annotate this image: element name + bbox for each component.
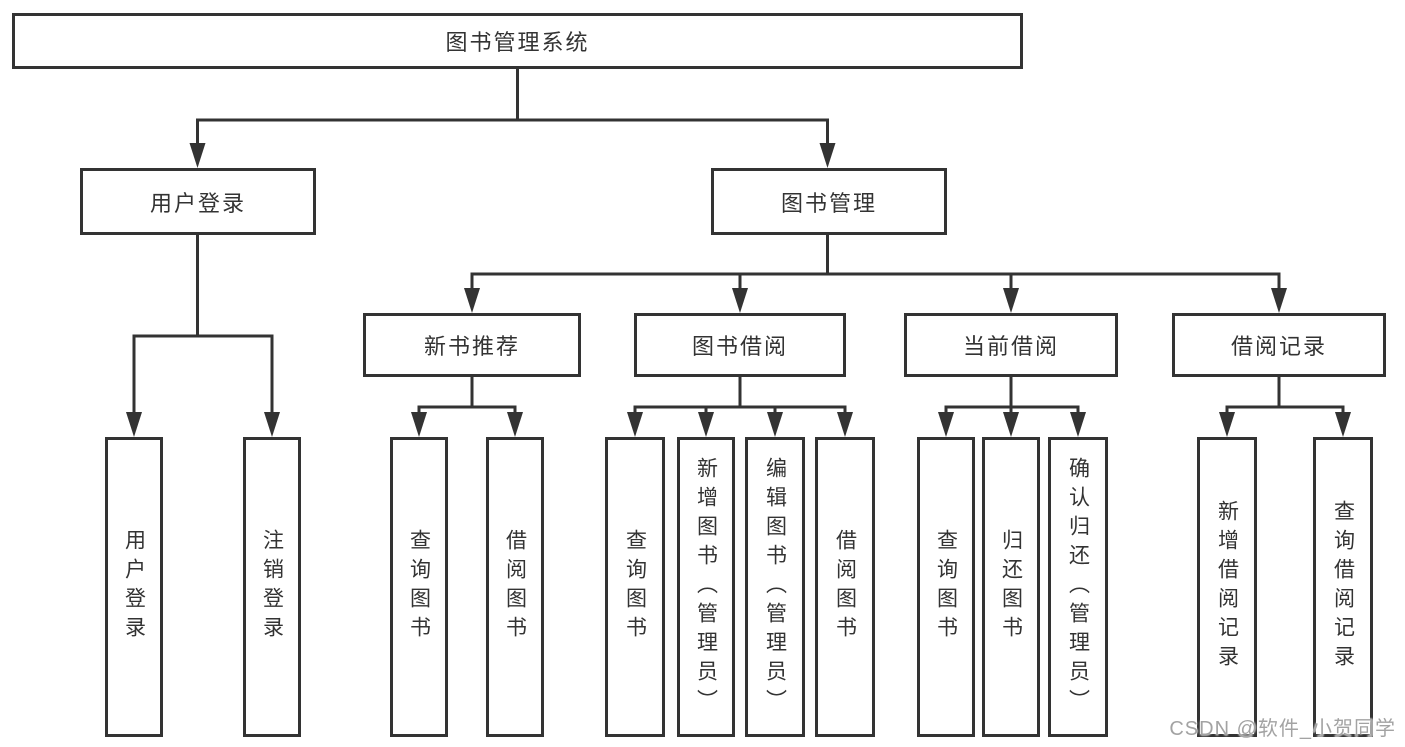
- node-root: 图书管理系统: [12, 13, 1023, 69]
- leaf-borrow-books-recommend-label: 借阅图书: [503, 529, 527, 645]
- arrowheads: [126, 143, 1351, 437]
- leaf-confirm-return-admin: 确认归还（管理员）: [1048, 437, 1108, 737]
- node-new-book-recommend-label: 新书推荐: [423, 334, 520, 359]
- arrowhead: [837, 412, 853, 437]
- leaf-logout-label: 注销登录: [260, 529, 284, 645]
- node-book-borrow-label: 图书借阅: [691, 334, 788, 359]
- arrowhead: [1003, 288, 1019, 313]
- leaf-borrow-books-label: 借阅图书: [833, 529, 857, 645]
- leaf-user-login: 用户登录: [105, 437, 163, 737]
- leaf-add-books-admin: 新增图书（管理员）: [677, 437, 735, 737]
- leaf-query-books-recommend-label: 查询图书: [407, 529, 431, 645]
- leaf-query-books-current-label: 查询图书: [934, 529, 958, 645]
- connector-user-login: [132, 232, 274, 417]
- arrowhead: [264, 412, 280, 437]
- node-user-login-label: 用户登录: [149, 190, 246, 216]
- node-root-label: 图书管理系统: [445, 30, 590, 55]
- arrowhead: [1003, 412, 1019, 437]
- leaf-borrow-books: 借阅图书: [815, 437, 875, 737]
- leaf-add-borrow-record-label: 新增借阅记录: [1215, 500, 1239, 674]
- arrowhead: [767, 412, 783, 437]
- leaf-add-borrow-record: 新增借阅记录: [1197, 437, 1257, 737]
- connector-borrow-records: [1225, 375, 1345, 418]
- arrowhead: [1219, 412, 1235, 437]
- node-book-management: 图书管理: [711, 168, 947, 235]
- arrowhead: [507, 412, 523, 437]
- node-current-borrow: 当前借阅: [904, 313, 1118, 377]
- connector-root: [196, 67, 829, 147]
- leaf-query-borrow-record: 查询借阅记录: [1313, 437, 1373, 737]
- arrowhead: [126, 412, 142, 437]
- leaf-logout: 注销登录: [243, 437, 301, 737]
- watermark-text: CSDN @软件_小贺同学: [1169, 718, 1396, 740]
- arrowhead: [1271, 288, 1287, 313]
- connector-book-borrow: [633, 375, 847, 418]
- leaf-return-books-label: 归还图书: [999, 529, 1023, 645]
- leaf-user-login-label: 用户登录: [122, 529, 146, 645]
- leaf-add-books-admin-label: 新增图书（管理员）: [694, 456, 718, 718]
- arrowhead: [411, 412, 427, 437]
- node-borrow-records-label: 借阅记录: [1230, 334, 1327, 359]
- leaf-edit-books-admin: 编辑图书（管理员）: [745, 437, 805, 737]
- arrowhead: [1070, 412, 1086, 437]
- arrowhead: [938, 412, 954, 437]
- arrowhead: [464, 288, 480, 313]
- leaf-query-borrow-record-label: 查询借阅记录: [1331, 500, 1355, 674]
- leaf-borrow-books-recommend: 借阅图书: [486, 437, 544, 737]
- connector-book-management: [470, 232, 1281, 294]
- arrowhead: [627, 412, 643, 437]
- node-current-borrow-label: 当前借阅: [962, 334, 1059, 359]
- arrowhead: [189, 143, 206, 168]
- node-borrow-records: 借阅记录: [1172, 313, 1386, 377]
- leaf-query-books-current: 查询图书: [917, 437, 975, 737]
- leaf-edit-books-admin-label: 编辑图书（管理员）: [763, 456, 787, 718]
- connector-new-book-recommend: [417, 375, 517, 418]
- leaf-query-books-recommend: 查询图书: [390, 437, 448, 737]
- leaf-query-books-borrow: 查询图书: [605, 437, 665, 737]
- leaf-query-books-borrow-label: 查询图书: [623, 529, 647, 645]
- connector-current-borrow: [944, 375, 1080, 418]
- node-new-book-recommend: 新书推荐: [363, 313, 581, 377]
- arrowhead: [819, 143, 836, 168]
- node-book-management-label: 图书管理: [780, 190, 877, 216]
- node-user-login: 用户登录: [80, 168, 316, 235]
- leaf-return-books: 归还图书: [982, 437, 1040, 737]
- arrowhead: [1335, 412, 1351, 437]
- leaf-confirm-return-admin-label: 确认归还（管理员）: [1066, 456, 1090, 718]
- connector-paths: [132, 67, 1345, 418]
- node-book-borrow: 图书借阅: [634, 313, 846, 377]
- arrowhead: [732, 288, 748, 313]
- arrowhead: [698, 412, 714, 437]
